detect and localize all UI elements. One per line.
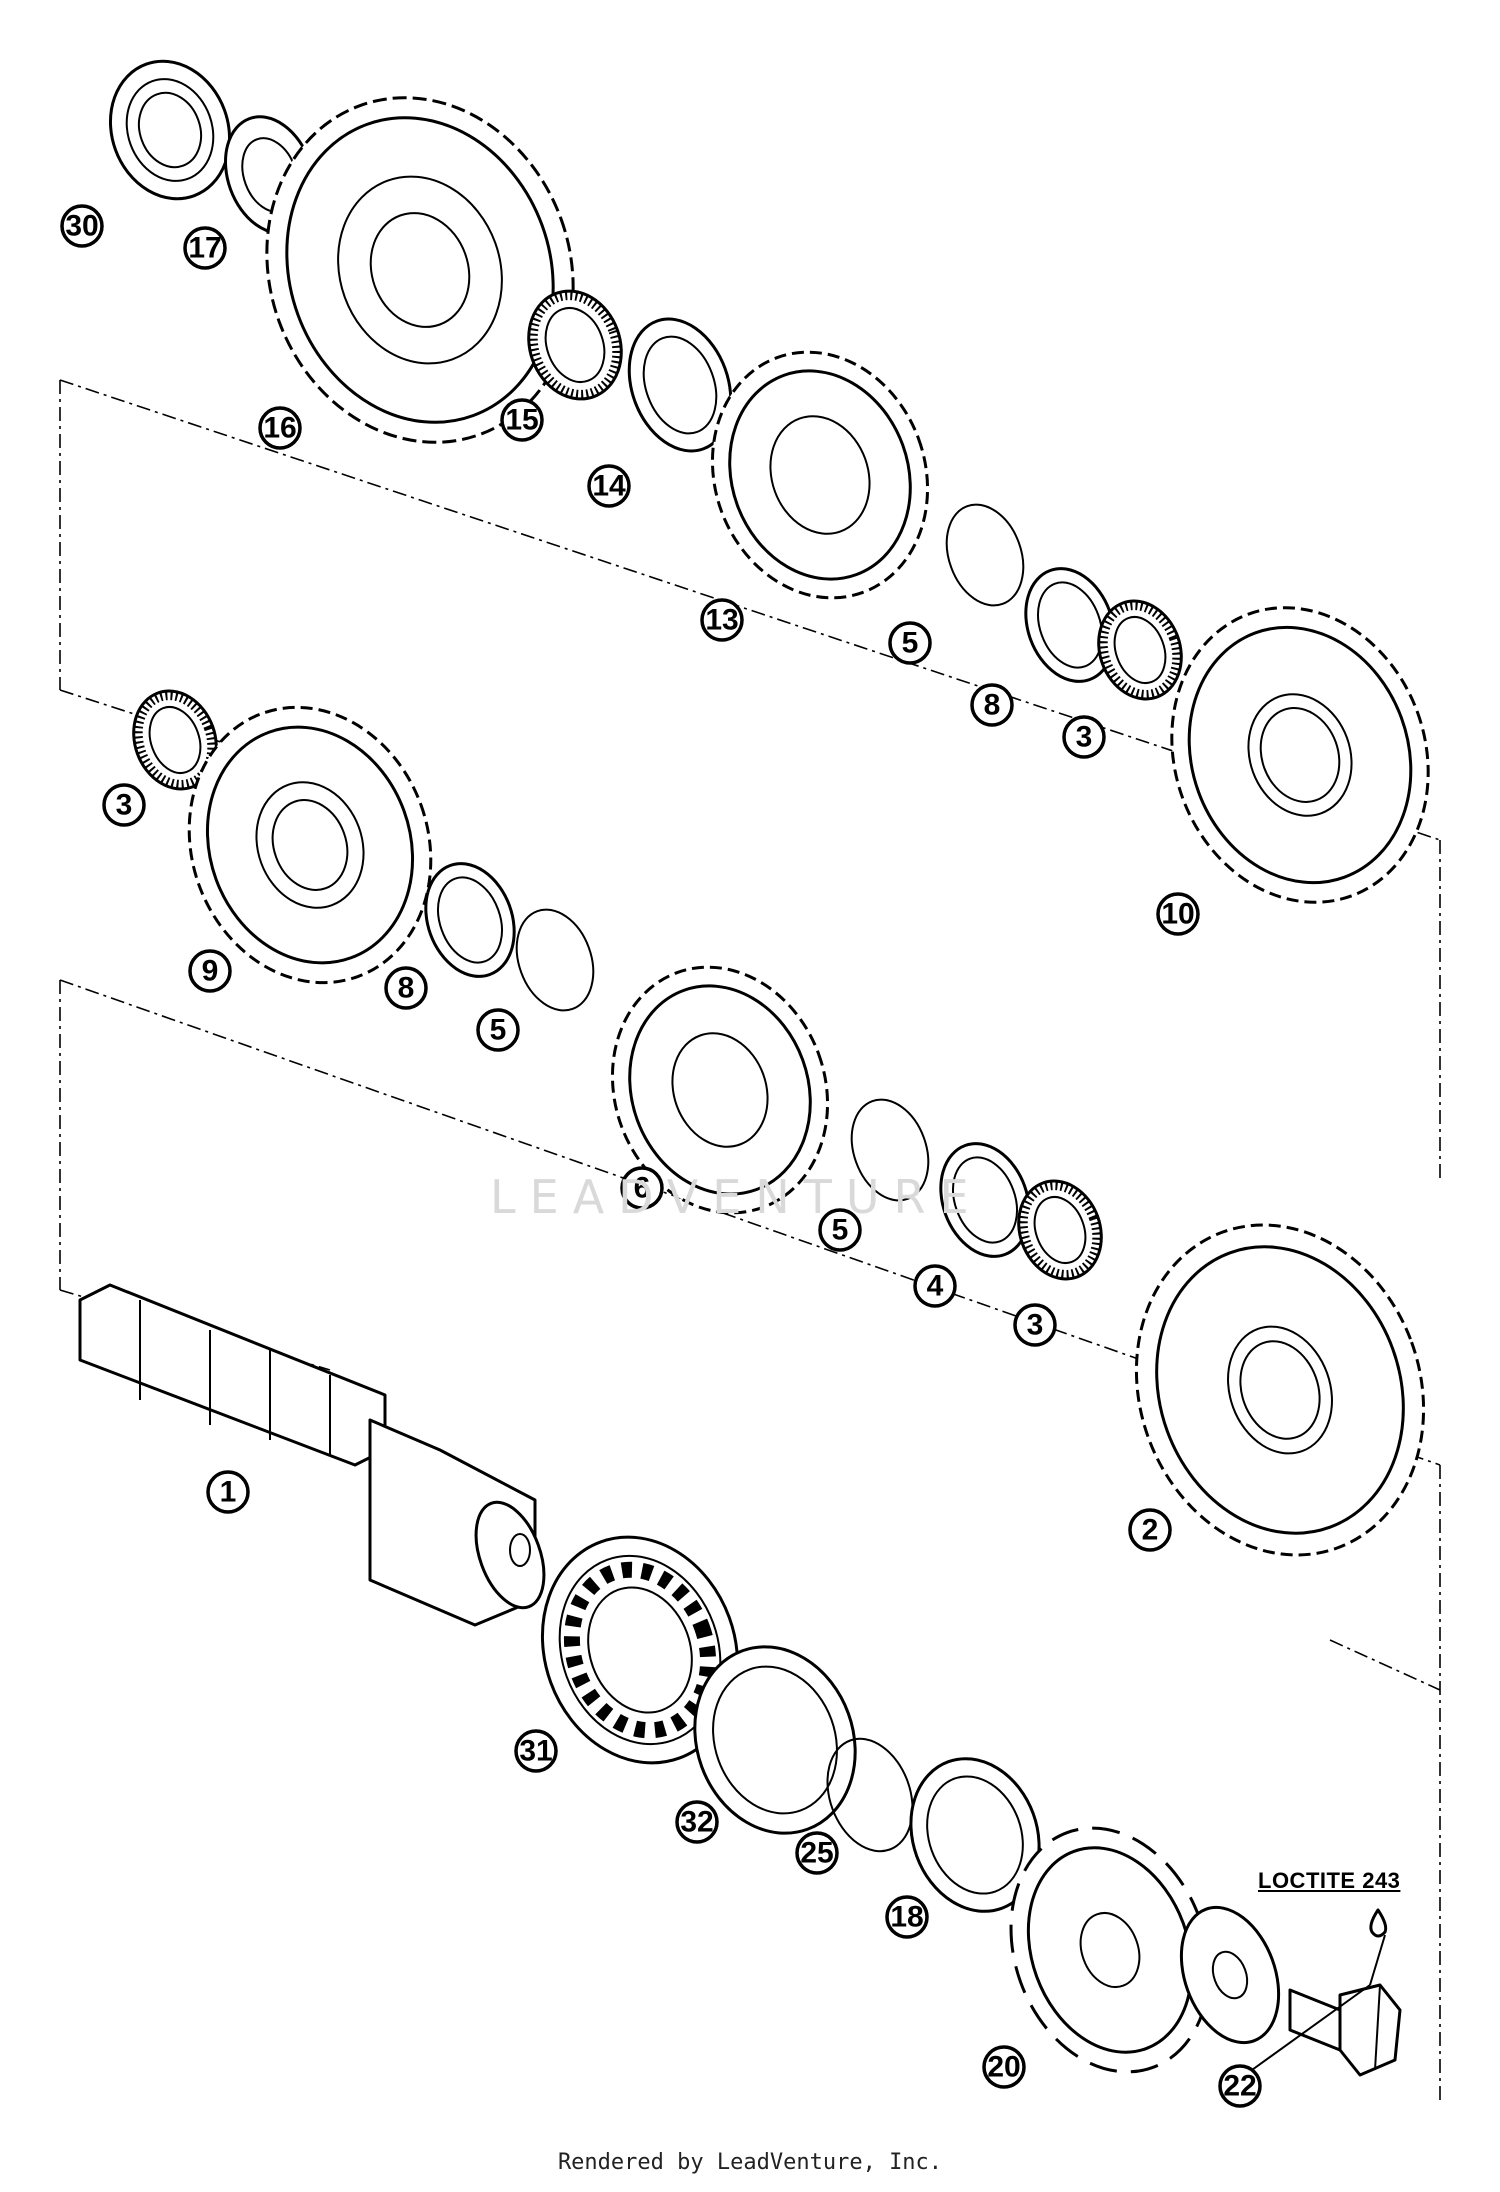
gear-16 <box>265 96 575 444</box>
ball-bearing-31 <box>540 1535 740 1765</box>
callout-5c: 5 <box>818 1208 862 1252</box>
svg-text:10: 10 <box>1161 898 1194 931</box>
svg-text:3: 3 <box>116 789 133 822</box>
svg-text:32: 32 <box>680 1806 713 1839</box>
bearing-30 <box>108 59 232 201</box>
gear-10 <box>1170 606 1430 904</box>
spacer-18 <box>909 1757 1041 1913</box>
callout-31: 31 <box>514 1729 558 1773</box>
callout-25: 25 <box>795 1831 839 1875</box>
svg-text:31: 31 <box>519 1735 552 1768</box>
svg-text:16: 16 <box>263 412 296 445</box>
seal-32 <box>693 1645 857 1835</box>
svg-text:8: 8 <box>398 972 415 1005</box>
svg-text:30: 30 <box>65 210 98 243</box>
svg-text:6: 6 <box>634 1172 651 1205</box>
callout-18: 18 <box>885 1895 929 1939</box>
svg-text:3: 3 <box>1027 1309 1044 1342</box>
watermark: LEADVENTURE <box>490 1170 983 1224</box>
callout-20: 20 <box>982 2045 1026 2089</box>
svg-text:3: 3 <box>1076 721 1093 754</box>
svg-text:25: 25 <box>800 1837 833 1870</box>
svg-text:17: 17 <box>188 232 221 265</box>
bolt <box>1244 1934 1402 2077</box>
callout-3c: 3 <box>1013 1303 1057 1347</box>
svg-text:4: 4 <box>927 1270 944 1303</box>
needle-bearing-3a <box>1097 599 1183 701</box>
circlip-5c <box>850 1098 930 1202</box>
callout-16: 16 <box>258 406 302 450</box>
washer-4 <box>939 1142 1031 1258</box>
svg-text:2: 2 <box>1142 1514 1159 1547</box>
loctite-annotation: LOCTITE 243 <box>1258 1868 1401 1893</box>
svg-text:13: 13 <box>705 604 738 637</box>
gear-6 <box>610 965 830 1215</box>
callout-3a: 3 <box>1062 715 1106 759</box>
needle-bearing-3b <box>132 689 218 791</box>
callout-6: 6 <box>620 1166 664 1210</box>
svg-text:5: 5 <box>902 627 919 660</box>
callout-17: 17 <box>183 226 227 270</box>
svg-text:22: 22 <box>1223 2070 1256 2103</box>
svg-text:18: 18 <box>890 1901 923 1934</box>
o-ring-25 <box>826 1737 914 1853</box>
svg-text:5: 5 <box>490 1014 507 1047</box>
svg-text:9: 9 <box>202 955 219 988</box>
svg-text:8: 8 <box>984 689 1001 722</box>
gear-9 <box>187 705 433 985</box>
callout-22: 22 <box>1218 2064 1262 2108</box>
svg-text:15: 15 <box>505 404 538 437</box>
gear-13 <box>710 350 930 600</box>
callout-4: 4 <box>913 1264 957 1308</box>
washer-14 <box>627 317 733 453</box>
callout-1: 1 <box>206 1470 250 1514</box>
shaft-1 <box>78 1283 546 1627</box>
washer-22 <box>1179 1905 1281 2045</box>
gear-2 <box>1134 1223 1426 1557</box>
callout-32: 32 <box>675 1800 719 1844</box>
washer-8b <box>424 862 516 978</box>
needle-bearing-3c <box>1017 1179 1103 1281</box>
callout-13: 13 <box>700 598 744 642</box>
callout-9: 9 <box>188 949 232 993</box>
circlip-5b <box>515 908 595 1012</box>
svg-text:14: 14 <box>592 470 626 503</box>
callout-5b: 5 <box>476 1008 520 1052</box>
callout-14: 14 <box>587 464 631 508</box>
callout-10: 10 <box>1156 892 1200 936</box>
needle-bearing-15 <box>527 289 623 401</box>
washer-8a <box>1024 567 1116 683</box>
callout-8b: 8 <box>384 966 428 1010</box>
callout-8a: 8 <box>970 683 1014 727</box>
circlip-5a <box>945 503 1025 607</box>
callout-15: 15 <box>500 398 544 442</box>
callout-3b: 3 <box>102 783 146 827</box>
callout-2: 2 <box>1128 1508 1172 1552</box>
svg-text:1: 1 <box>220 1476 237 1509</box>
callout-30: 30 <box>60 204 104 248</box>
svg-text:5: 5 <box>832 1214 849 1247</box>
callout-5a: 5 <box>888 621 932 665</box>
loctite-drop-icon <box>1369 1908 1388 1938</box>
footer-credit: Rendered by LeadVenture, Inc. <box>557 2150 943 2175</box>
svg-text:20: 20 <box>987 2051 1020 2084</box>
